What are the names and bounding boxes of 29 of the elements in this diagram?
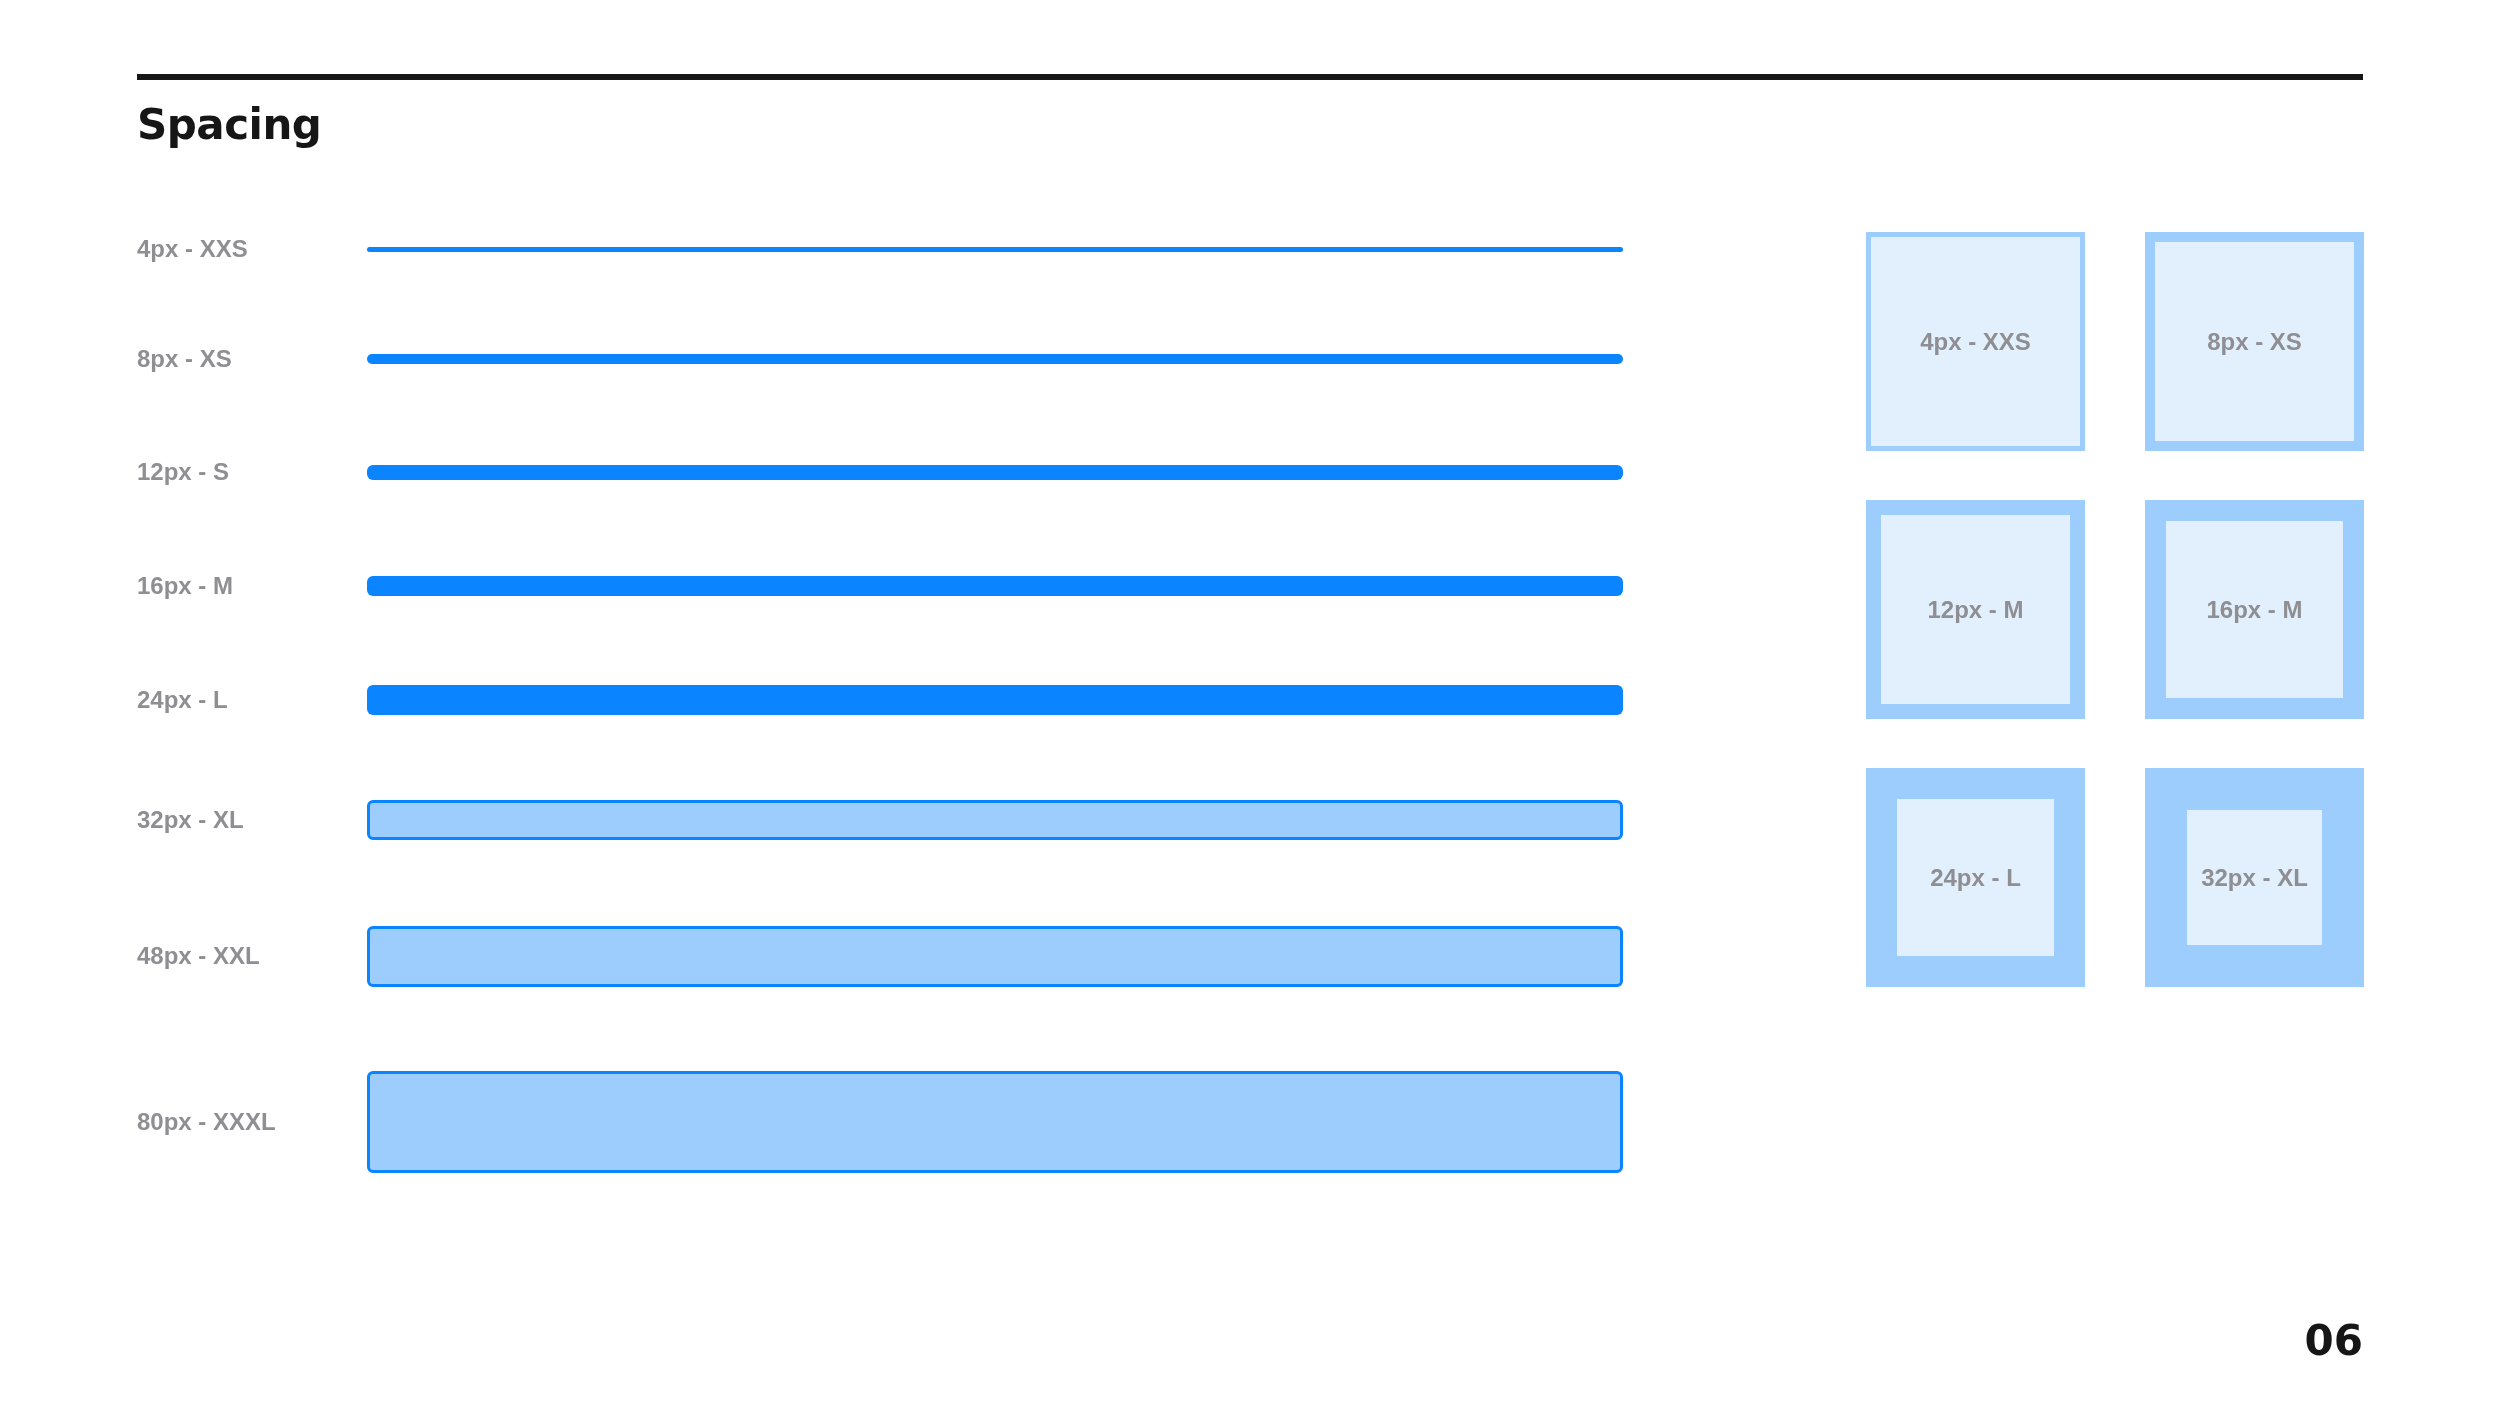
square-label: 12px - M [1927, 594, 2024, 625]
spacing-bar [367, 800, 1623, 840]
padding-square [2145, 500, 2364, 719]
spacing-label: 12px - S [137, 457, 230, 487]
square-label: 24px - L [1930, 862, 2021, 893]
spacing-bar [367, 685, 1623, 715]
spacing-bar [367, 246, 1623, 252]
spacing-bar [367, 925, 1623, 987]
padding-square [1866, 768, 2085, 987]
padding-square [2145, 768, 2364, 987]
spacing-bar [367, 354, 1623, 364]
spacing-label: 16px - M [137, 571, 234, 601]
spacing-bar [367, 464, 1623, 480]
square-label: 16px - M [2206, 594, 2303, 625]
spacing-bar [367, 576, 1623, 596]
page-number: 06 [2304, 1315, 2363, 1367]
spacing-label: 4px - XXS [137, 234, 248, 264]
square-label: 32px - XL [2201, 862, 2308, 893]
page-title: Spacing [137, 100, 322, 151]
square-label: 8px - XS [2207, 326, 2302, 357]
spacing-bar [367, 1071, 1623, 1173]
padding-square [1866, 500, 2085, 719]
spacing-label: 80px - XXXL [137, 1107, 276, 1137]
padding-square [2145, 232, 2364, 451]
spacing-label: 24px - L [137, 685, 228, 715]
spacing-label: 8px - XS [137, 344, 232, 374]
spacing-label: 48px - XXL [137, 941, 260, 971]
spacing-label: 32px - XL [137, 805, 244, 835]
square-label: 4px - XXS [1920, 326, 2031, 357]
